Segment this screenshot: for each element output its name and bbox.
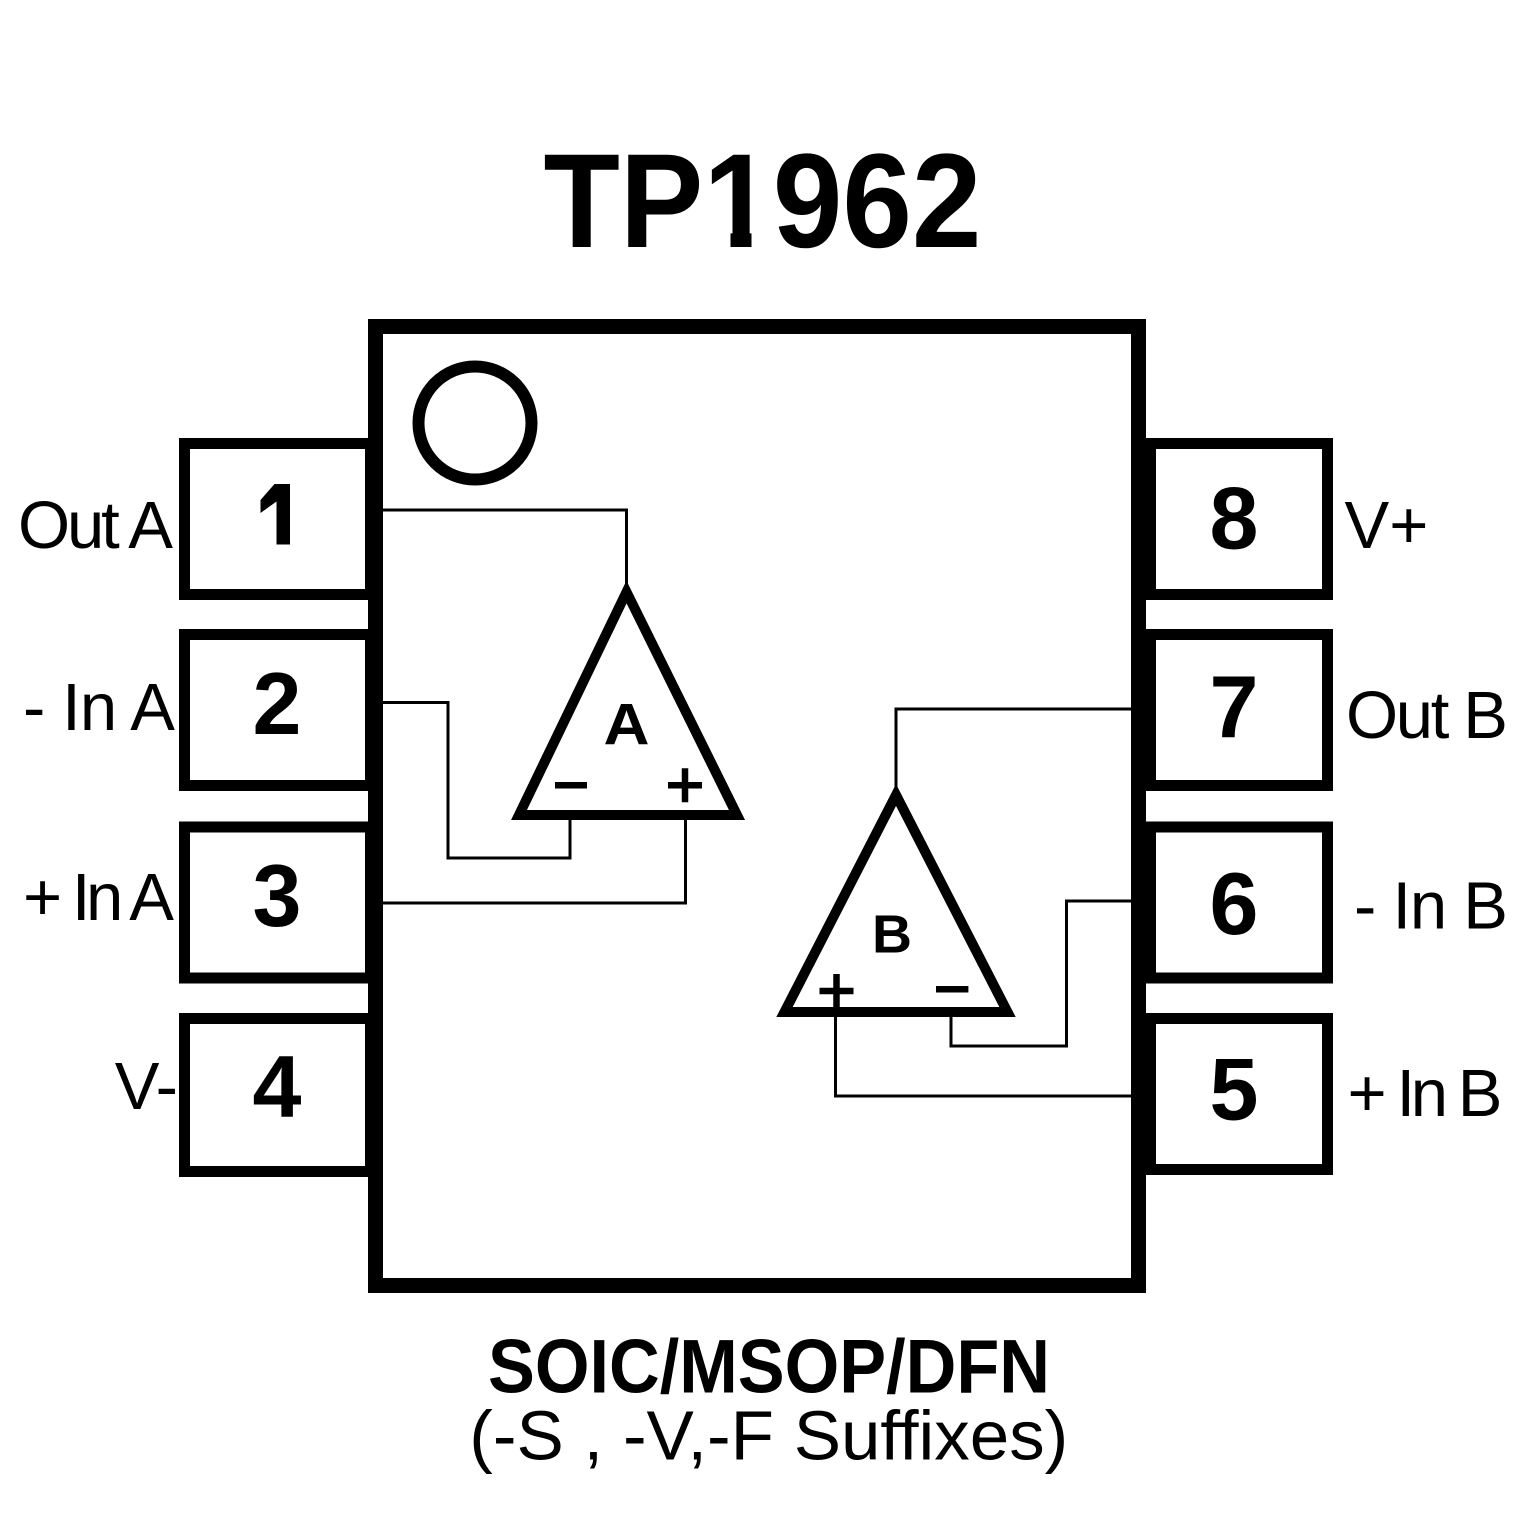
svg-text:+ In B: + In B <box>1348 1056 1503 1131</box>
svg-text:2: 2 <box>253 654 302 753</box>
svg-text:- In A: - In A <box>23 670 175 745</box>
svg-text:3: 3 <box>253 846 302 945</box>
svg-text:4: 4 <box>253 1037 302 1136</box>
svg-text:- In B: - In B <box>1354 869 1508 944</box>
svg-text:V-: V- <box>115 1049 178 1124</box>
svg-text:7: 7 <box>1210 658 1259 757</box>
svg-text:+ In A: + In A <box>23 860 174 935</box>
svg-text:6: 6 <box>1210 854 1259 953</box>
svg-text:5: 5 <box>1210 1039 1259 1138</box>
svg-text:SOIC/MSOP/DFN: SOIC/MSOP/DFN <box>488 1325 1050 1410</box>
svg-text:8: 8 <box>1210 468 1259 567</box>
svg-text:B: B <box>872 905 912 965</box>
svg-text:Out B: Out B <box>1346 678 1508 753</box>
svg-text:TP1962: TP1962 <box>544 127 982 276</box>
svg-text:(-S , -V,-F Suffixes): (-S , -V,-F Suffixes) <box>469 1397 1068 1475</box>
svg-text:V+: V+ <box>1345 488 1429 563</box>
svg-text:A: A <box>604 692 650 757</box>
svg-text:Out A: Out A <box>18 488 173 563</box>
